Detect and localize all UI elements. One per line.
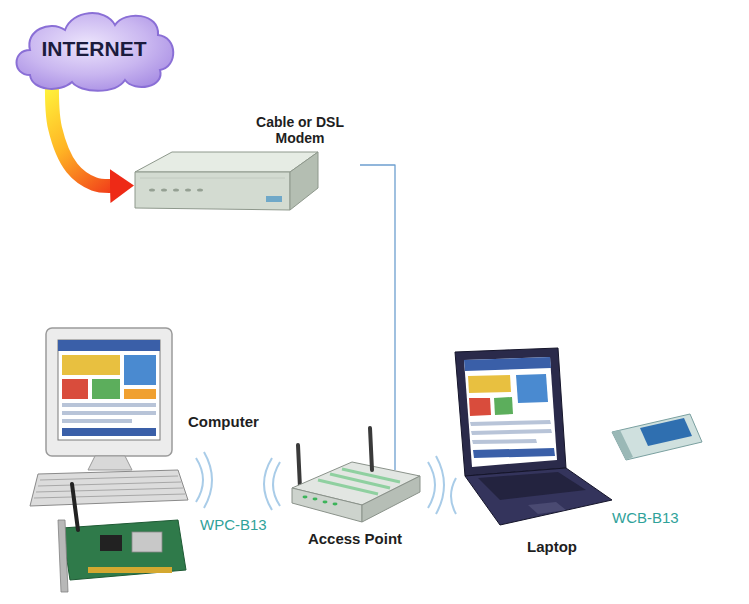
access-point-illustration-part <box>292 488 362 522</box>
model-name: WCB-B13 <box>612 509 679 526</box>
laptop-illustration-part <box>612 414 702 460</box>
cloud-node: INTERNET <box>10 5 178 92</box>
laptop-illustration-part <box>640 418 692 446</box>
wireless-waves-part <box>204 452 212 508</box>
laptop-illustration-part <box>470 420 551 426</box>
access-point-illustration-part <box>303 496 308 499</box>
node-label: Laptop <box>527 538 577 556</box>
laptop-illustration-part <box>612 430 633 460</box>
laptop-illustration-part <box>478 472 586 500</box>
cloud-outline <box>17 13 174 91</box>
modem-illustration-part <box>161 188 167 191</box>
internet-arrow <box>52 82 112 186</box>
wireless-waves-part <box>428 462 435 508</box>
laptop-illustration <box>455 348 702 525</box>
laptop-illustration-part <box>464 357 557 467</box>
access-point-illustration-part <box>313 498 318 501</box>
access-point-node: Access Point <box>285 470 429 556</box>
model-name: WPC-B13 <box>200 516 267 533</box>
computer-illustration-part <box>88 456 132 470</box>
computer-illustration-part <box>62 355 120 375</box>
cable-line <box>360 165 395 470</box>
computer-illustration-part <box>124 355 156 385</box>
laptop-illustration-part <box>473 448 555 458</box>
laptop-illustration-part <box>516 374 548 403</box>
computer-illustration-part <box>58 520 68 592</box>
label-anchor: WPC-B13 <box>200 516 267 533</box>
label-anchor: WCB-B13 <box>612 509 679 526</box>
computer-node: Computer <box>28 325 282 595</box>
computer-illustration-part <box>40 476 178 480</box>
computer-illustration-part <box>62 520 186 580</box>
node-label: INTERNET <box>42 36 147 61</box>
laptop-illustration-part <box>472 439 537 444</box>
modem-illustration-part <box>135 172 290 210</box>
wireless-waves-part <box>273 462 280 506</box>
modem-illustration-part <box>140 178 285 179</box>
modem-node: Cable or DSL Modem <box>134 112 360 212</box>
wireless-waves-part <box>451 478 456 514</box>
computer-illustration-part <box>58 340 160 351</box>
modem-illustration-part <box>149 188 155 191</box>
computer-illustration-part <box>62 379 88 399</box>
laptop-illustration-part <box>471 429 552 435</box>
computer-illustration-part <box>34 494 185 498</box>
laptop-illustration-part <box>465 468 612 525</box>
node-label: Access Point <box>285 530 425 548</box>
access-point-illustration-part <box>298 445 300 488</box>
node-label: Cable or DSL Modem <box>245 114 355 146</box>
computer-illustration-part <box>58 340 160 440</box>
computer-illustration-part <box>100 535 122 551</box>
computer-illustration-part <box>124 389 156 399</box>
modem-illustration <box>135 152 318 210</box>
computer-illustration-part <box>62 428 156 436</box>
computer-illustration-part <box>46 328 172 456</box>
modem-illustration-part <box>135 152 318 172</box>
computer-illustration-part <box>30 470 188 506</box>
laptop-illustration-part <box>469 398 491 416</box>
computer-illustration-part <box>62 403 156 407</box>
access-point-illustration-part <box>370 428 372 470</box>
laptop-illustration-part <box>494 397 513 415</box>
access-point-illustration-part <box>333 503 338 506</box>
access-point-illustration-part <box>330 474 390 488</box>
computer-illustration-part <box>62 411 156 415</box>
wireless-waves-part <box>264 458 272 510</box>
laptop-illustration-part <box>468 375 511 393</box>
modem-illustration-part <box>290 152 318 210</box>
wireless-waves-part <box>436 456 444 514</box>
laptop-node: Laptop <box>440 345 610 560</box>
computer-illustration-part <box>72 484 78 530</box>
laptop-illustration-part <box>528 502 566 514</box>
wireless-waves-part <box>196 458 203 502</box>
computer-illustration-part <box>62 419 132 423</box>
node-label: Computer <box>188 413 259 431</box>
modem-illustration-part <box>173 188 179 191</box>
modem-illustration-part <box>266 196 282 202</box>
modem-illustration-part <box>185 188 191 191</box>
computer-illustration-part <box>36 488 183 492</box>
access-point-illustration <box>292 428 420 522</box>
laptop-illustration-part <box>455 348 566 476</box>
modem-illustration-part <box>197 188 203 191</box>
computer-illustration-part <box>92 379 120 399</box>
computer-illustration-part <box>132 532 162 552</box>
laptop-illustration-part <box>464 357 551 371</box>
computer-illustration-part <box>38 482 181 486</box>
computer-illustration <box>30 328 188 592</box>
computer-illustration-part <box>88 567 172 573</box>
access-point-illustration-part <box>323 501 328 504</box>
